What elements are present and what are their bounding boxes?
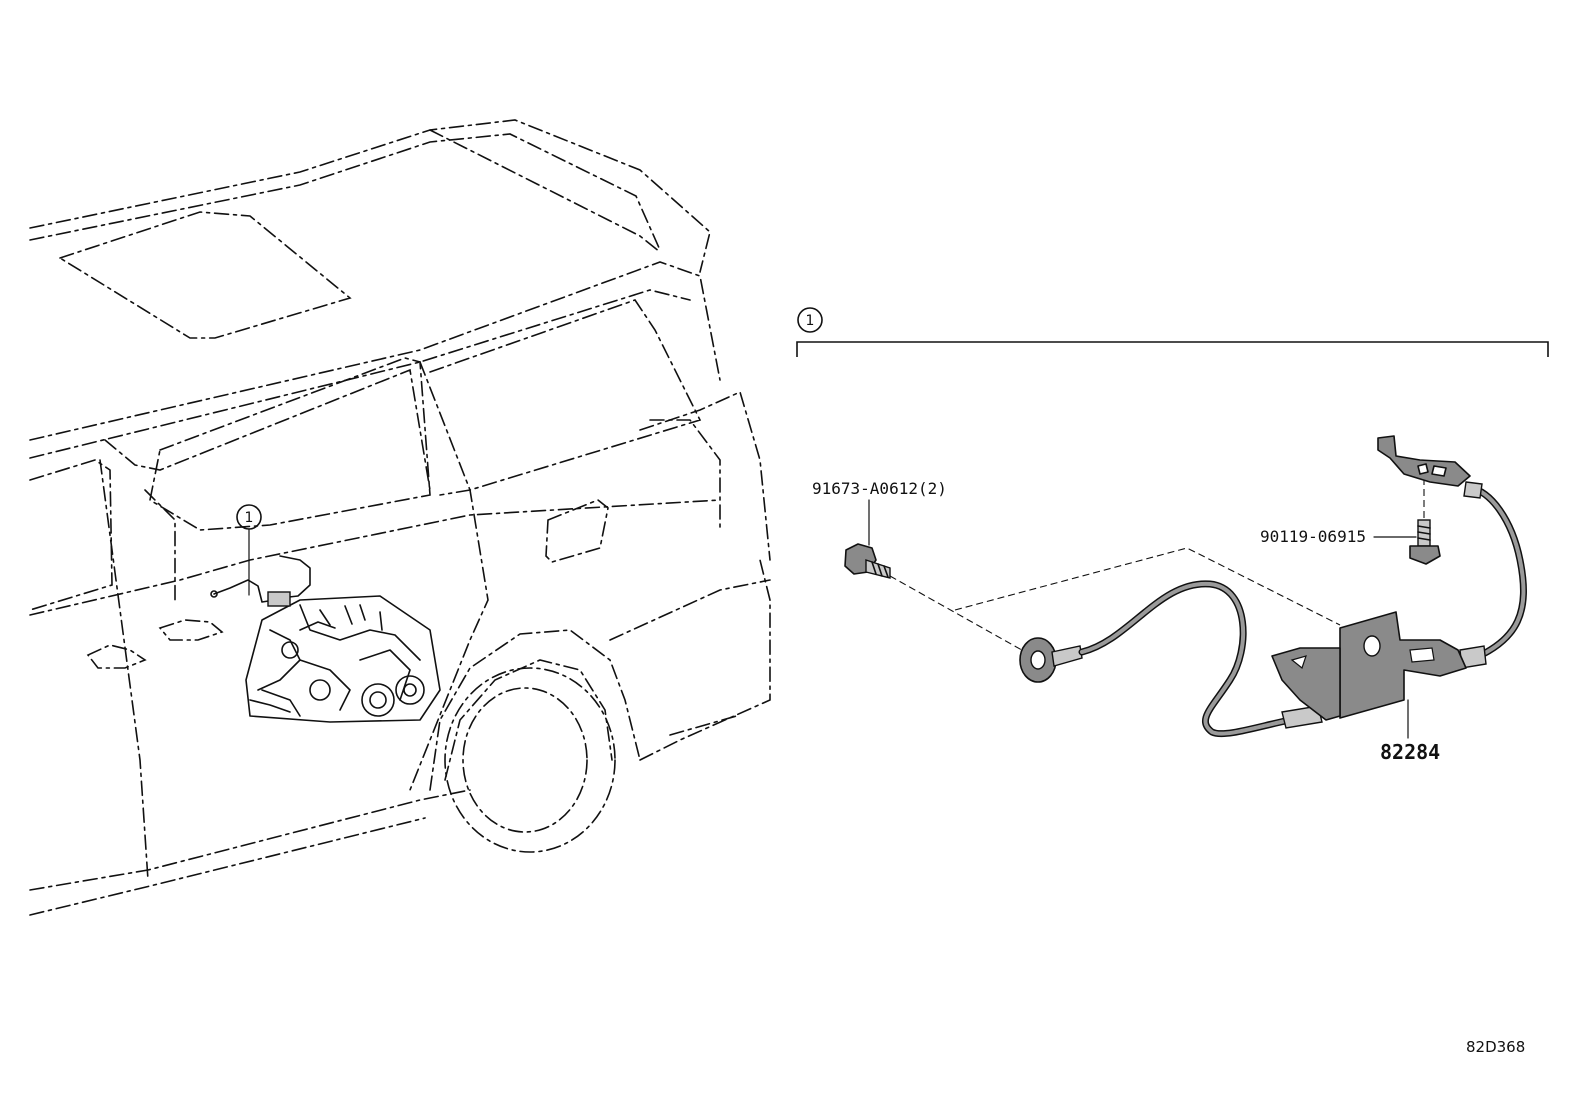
callout-vehicle: 1	[236, 504, 262, 596]
part-label-small-bolt: 90119-06915	[1260, 527, 1366, 546]
small-bolt-part	[1373, 519, 1441, 565]
bolt-part	[844, 499, 891, 579]
callout-group-number: 1	[806, 313, 815, 329]
part-label-bolt: 91673-A0612(2)	[812, 479, 947, 498]
part-label-bracket-cable: 82284	[1380, 740, 1440, 764]
main-bracket-part	[1271, 611, 1467, 739]
drawing-code: 82D368	[1466, 1038, 1525, 1056]
exploded-group: 1	[796, 307, 1549, 357]
cable-assembly	[1019, 481, 1527, 738]
cable-in-vehicle	[210, 555, 311, 607]
assembly-guides	[889, 478, 1425, 659]
engine-assembly	[245, 595, 441, 723]
vehicle-outline	[29, 119, 771, 916]
callout-vehicle-number: 1	[245, 510, 254, 526]
upper-bracket-part	[1377, 435, 1471, 487]
